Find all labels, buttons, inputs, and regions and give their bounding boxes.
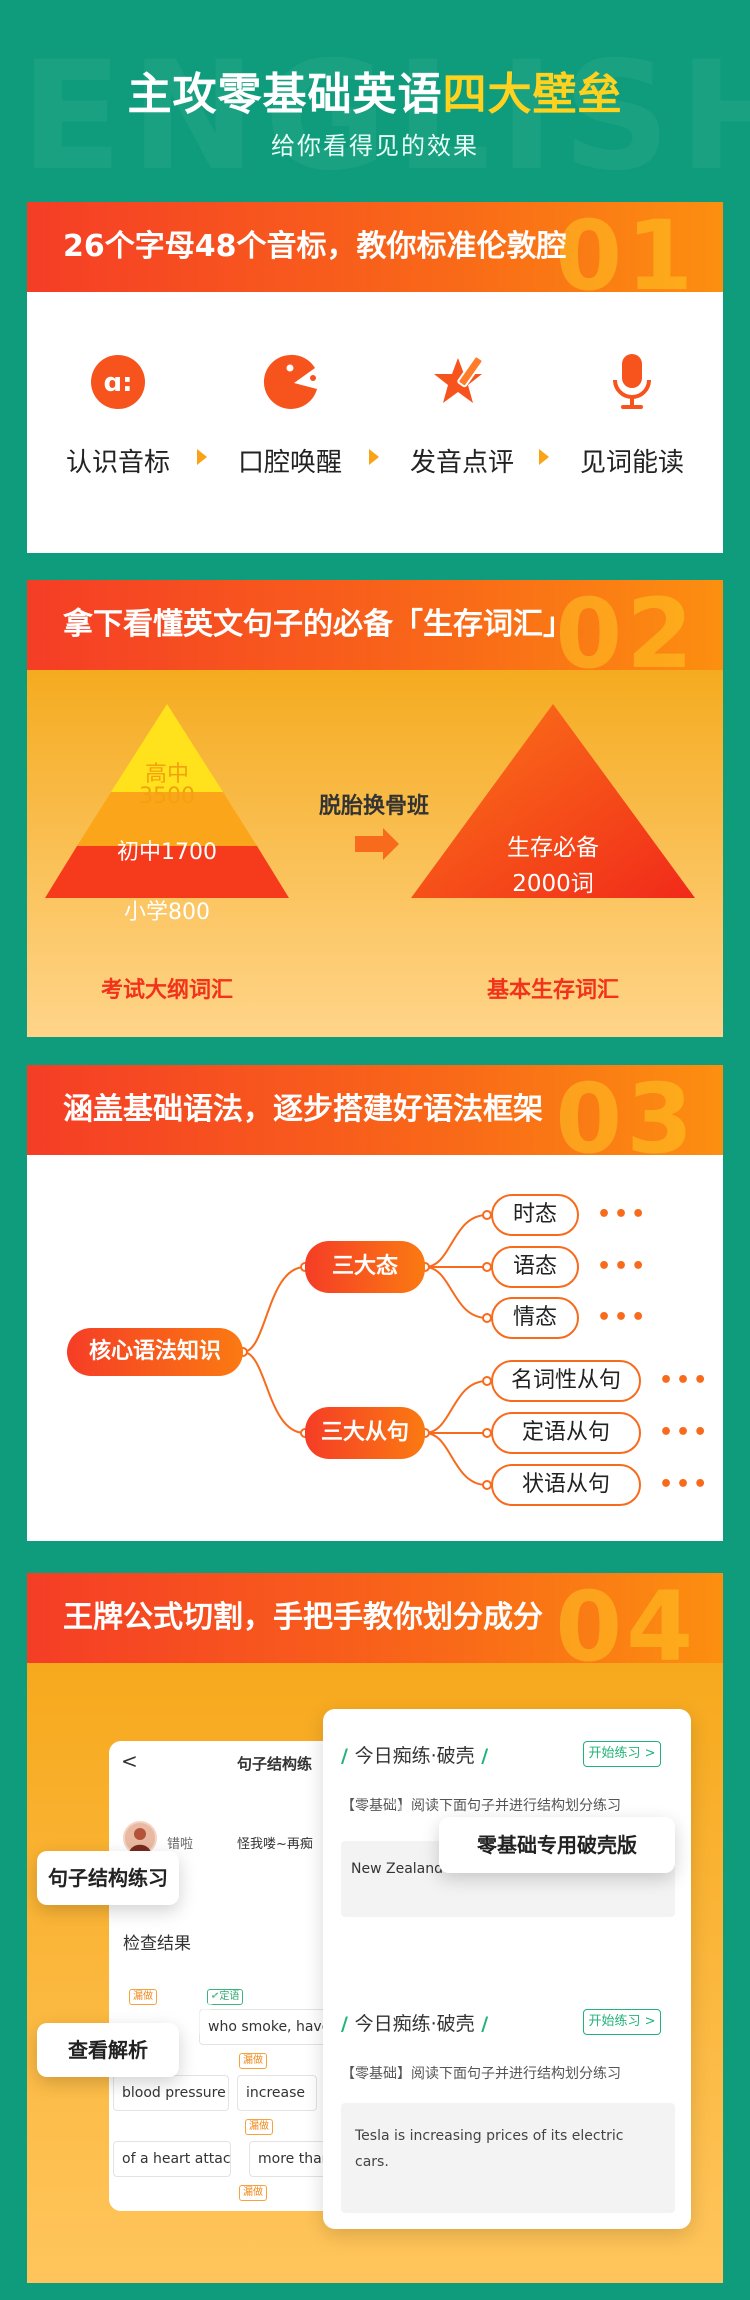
- pyramid-tier-bottom: 小学800: [124, 900, 210, 925]
- section-body: < 句子结构练 错啦 怪我喽~再痴 检查结果 漏做 ✔定语 who smoke,…: [27, 1663, 723, 2283]
- status-badge: ✔定语: [207, 1989, 244, 2005]
- practice-screen-left: < 句子结构练 错啦 怪我喽~再痴 检查结果 漏做 ✔定语 who smoke,…: [109, 1741, 349, 2211]
- more-dots: •••: [659, 1472, 711, 1497]
- grammar-branch-voices: 三大态: [305, 1241, 425, 1293]
- section-title: 王牌公式切割，手把手教你划分成分: [63, 1600, 543, 1635]
- more-dots: •••: [597, 1202, 649, 1227]
- mouth-icon: [260, 352, 320, 412]
- section-title: 拿下看懂英文句子的必备「生存词汇」: [63, 607, 573, 642]
- section-vocabulary: 拿下看懂英文句子的必备「生存词汇」 02 高中 3500 初中1700 小学80…: [27, 580, 723, 1037]
- daily-practice-title: / 今日痴练·破壳 /: [341, 1745, 489, 1767]
- feedback-message: 怪我喽~再痴: [237, 1837, 313, 1852]
- status-badge: 漏做: [239, 2053, 267, 2069]
- sentence-chunk[interactable]: blood pressure: [113, 2075, 229, 2111]
- grammar-leaf-attributive-clause: 定语从句: [491, 1412, 641, 1454]
- callout-view-analysis: 查看解析: [37, 2023, 179, 2077]
- pencil-star-icon: [432, 352, 492, 412]
- start-practice-button[interactable]: 开始练习 >: [583, 2009, 661, 2035]
- more-dots: •••: [597, 1305, 649, 1330]
- grammar-leaf-tense: 时态: [491, 1194, 579, 1236]
- page-title: 主攻零基础英语四大壁垒: [0, 58, 750, 122]
- pyramid-right-line1: 生存必备: [507, 835, 599, 861]
- feature-item: 口腔唤醒: [215, 352, 365, 479]
- practice-screen-right: / 今日痴练·破壳 / 开始练习 > 【零基础】阅读下面句子并进行结构划分练习 …: [323, 1709, 691, 2229]
- section-grammar: 涵盖基础语法，逐步搭建好语法框架 03 核心语法知识: [27, 1065, 723, 1541]
- grammar-leaf-voice: 语态: [491, 1246, 579, 1288]
- section-phonetics: 26个字母48个音标，教你标准伦敦腔 01 ɑ: 认识音标 口腔唤醒 发音点评: [27, 202, 723, 553]
- exercise-description: 【零基础】阅读下面句子并进行结构划分练习: [341, 2066, 621, 2082]
- more-dots: •••: [659, 1368, 711, 1393]
- start-practice-button[interactable]: 开始练习 >: [583, 1741, 661, 1767]
- caption-exam-vocabulary: 考试大纲词汇: [100, 978, 233, 1003]
- section-body: 高中 3500 初中1700 小学800 脱胎换骨班 生存必备 2000词 考试…: [27, 670, 723, 1037]
- feature-item: 发音点评: [387, 352, 537, 479]
- pyramids-graphic: [45, 704, 695, 898]
- status-badge: 漏做: [129, 1989, 157, 2005]
- callout-zero-base-edition: 零基础专用破壳版: [439, 1817, 675, 1873]
- sentence-box: Tesla is increasing prices of its electr…: [341, 2103, 675, 2213]
- grammar-root-node: 核心语法知识: [67, 1328, 243, 1376]
- arrow-right-icon: [369, 449, 379, 465]
- transform-label: 脱胎换骨班: [318, 794, 429, 819]
- callout-sentence-structure: 句子结构练习: [37, 1851, 179, 1905]
- phonetic-icon: ɑ:: [88, 352, 148, 412]
- feature-label: 认识音标: [65, 448, 170, 478]
- sentence-chunk[interactable]: increase: [237, 2075, 317, 2111]
- section-body: ɑ: 认识音标 口腔唤醒 发音点评 见词能读: [27, 292, 723, 553]
- check-result-title: 检查结果: [123, 1934, 191, 1954]
- page-title-main: 主攻零基础英语: [127, 69, 443, 120]
- sentence-text: Tesla is increasing prices of its electr…: [355, 2128, 624, 2170]
- section-number: 03: [555, 1065, 697, 1175]
- sentence-chunk[interactable]: of a heart attack: [113, 2141, 231, 2177]
- grammar-leaf-noun-clause: 名词性从句: [491, 1360, 641, 1402]
- more-dots: •••: [597, 1254, 649, 1279]
- section-sentence-structure: 王牌公式切割，手把手教你划分成分 04 < 句子结构练 错啦 怪我喽~再痴 检查…: [27, 1573, 723, 2283]
- caption-survival-vocabulary: 基本生存词汇: [486, 978, 619, 1003]
- section-number: 01: [555, 202, 697, 312]
- section-title: 26个字母48个音标，教你标准伦敦腔: [63, 229, 567, 264]
- grammar-leaf-adverbial-clause: 状语从句: [491, 1464, 641, 1506]
- feature-label: 见词能读: [579, 448, 684, 478]
- grammar-branch-clauses: 三大从句: [305, 1407, 425, 1459]
- grammar-leaf-mood: 情态: [491, 1297, 579, 1339]
- feature-item: 见词能读: [557, 352, 707, 479]
- status-badge: 漏做: [239, 2185, 267, 2201]
- section-header: 王牌公式切割，手把手教你划分成分 04: [27, 1573, 723, 1677]
- svg-text:ɑ:: ɑ:: [103, 368, 132, 398]
- sentence-text: New Zealand: [351, 1861, 443, 1877]
- daily-practice-title: / 今日痴练·破壳 /: [341, 2013, 489, 2035]
- section-header: 26个字母48个音标，教你标准伦敦腔 01: [27, 202, 723, 306]
- pyramid-right-line2: 2000词: [512, 871, 594, 897]
- feature-item: ɑ: 认识音标: [43, 352, 193, 479]
- pyramid-tier-middle: 初中1700: [117, 840, 217, 865]
- back-button[interactable]: <: [121, 1749, 138, 1773]
- pyramid-tier-top-value: 3500: [139, 784, 195, 809]
- feedback-text: 错啦: [167, 1837, 194, 1852]
- section-title: 涵盖基础语法，逐步搭建好语法框架: [63, 1092, 543, 1127]
- more-dots: •••: [659, 1420, 711, 1445]
- arrow-right-icon: [197, 449, 207, 465]
- microphone-icon: [602, 352, 662, 412]
- section-header: 涵盖基础语法，逐步搭建好语法框架 03: [27, 1065, 723, 1169]
- status-badge: 漏做: [245, 2119, 273, 2135]
- section-body: 核心语法知识 三大态 三大从句 时态 语态 情态 名词性从句 定语从句 状语从句…: [27, 1155, 723, 1541]
- arrow-right-icon: [539, 449, 549, 465]
- page-subtitle: 给你看得见的效果: [271, 132, 479, 160]
- screen-header-title: 句子结构练: [237, 1755, 313, 1773]
- page-title-highlight: 四大壁垒: [442, 69, 623, 120]
- feature-label: 发音点评: [409, 448, 514, 478]
- pyramid-tier-top-label: 高中: [144, 762, 189, 787]
- section-number: 02: [555, 580, 697, 690]
- feature-label: 口腔唤醒: [237, 448, 342, 478]
- avatar: [123, 1821, 157, 1855]
- section-header: 拿下看懂英文句子的必备「生存词汇」 02: [27, 580, 723, 684]
- background-watermark-word: ENGLISH: [20, 30, 750, 204]
- callout-pointers: [167, 1798, 467, 2058]
- section-number: 04: [555, 1573, 697, 1683]
